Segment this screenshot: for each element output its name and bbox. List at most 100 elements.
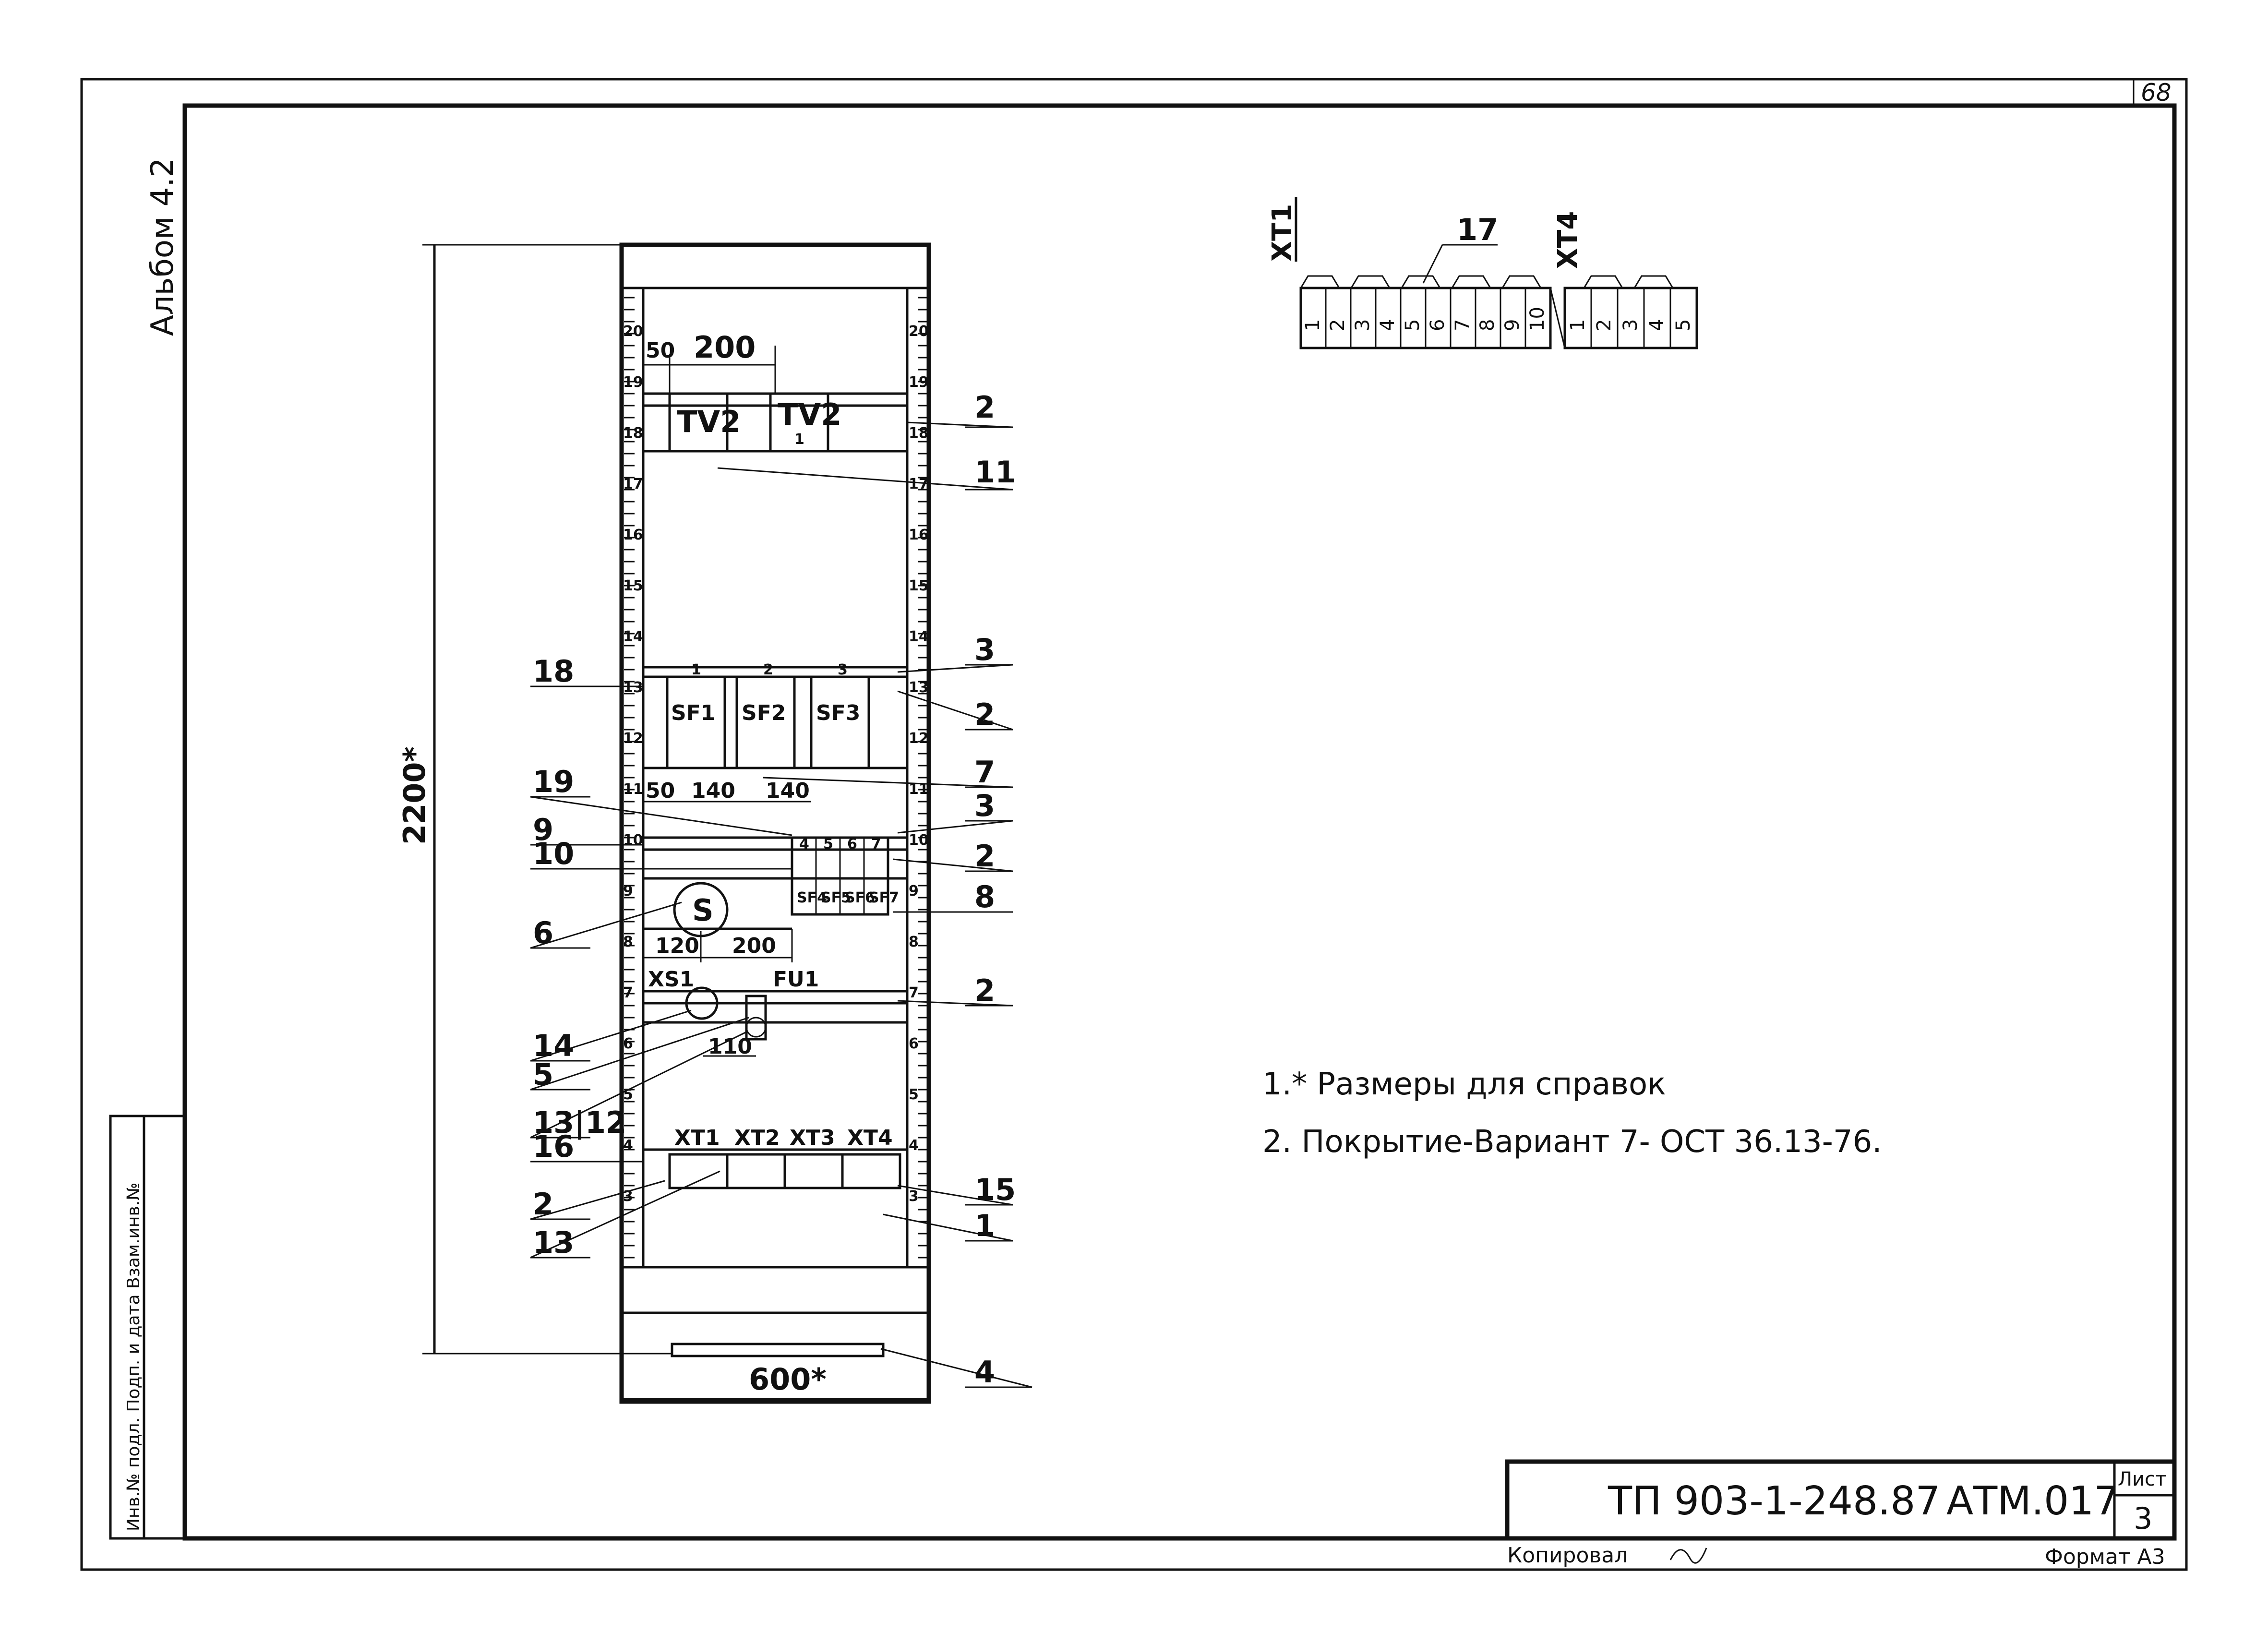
rail-number-left: 7: [623, 984, 633, 1001]
rail-number-right: 10: [909, 832, 929, 849]
dim-200-low: 200: [732, 934, 776, 958]
left-callouts: 18 19 9 10 6 14 5 13|12 16 2 13: [533, 654, 626, 1260]
document-code: АТМ.017: [1946, 1478, 2119, 1524]
callout-left-7: 5: [533, 1057, 553, 1092]
small-sf-top-7: 7: [871, 836, 881, 852]
rail-number-left: 20: [623, 323, 643, 340]
copied-label: Копировал: [1507, 1543, 1628, 1568]
rail-number-right: 20: [909, 323, 929, 340]
callout-left-4: 10: [533, 836, 574, 871]
rail-number-right: 9: [909, 883, 919, 900]
rail-number-right: 7: [909, 984, 919, 1001]
dim-110: 110: [708, 1034, 752, 1059]
sf-label-3: SF3: [816, 701, 860, 725]
dim-50-mid: 50: [646, 779, 675, 803]
rail-number-right: 16: [909, 527, 929, 543]
strip-right-cell: 5: [1672, 319, 1694, 331]
rail-number-left: 16: [623, 527, 643, 543]
rail-number-right: 6: [909, 1035, 919, 1052]
strip-title-left: XT1: [1267, 204, 1298, 262]
plinth-slot: [671, 1343, 885, 1357]
inner-frame: [182, 103, 2177, 1541]
callout-left-8: 13|12: [533, 1105, 626, 1140]
sf-top-1: 1: [691, 661, 701, 678]
callout-right-10: 15: [974, 1172, 1016, 1207]
socket-xs1: [685, 986, 719, 1020]
xt4-block: [841, 1153, 901, 1189]
note-1: 1.* Размеры для справок: [1262, 1067, 1666, 1102]
strip-left-cell: 5: [1402, 319, 1424, 331]
small-sf-5: SF5: [821, 889, 851, 906]
strip-left-cell: 2: [1327, 319, 1349, 331]
callout-right-1: 2: [974, 390, 995, 425]
callout-right-3: 3: [974, 632, 995, 667]
dim-200-top: 200: [694, 330, 756, 365]
callout-left-1: 18: [533, 654, 574, 689]
terminal-label-1: XT1: [674, 1126, 720, 1150]
callout-right-2: 11: [974, 455, 1016, 490]
callout-left-11: 13: [533, 1225, 574, 1260]
margin-stamp-box: [109, 1115, 186, 1540]
strip-left-cell: 8: [1476, 319, 1499, 331]
sf3: [810, 675, 870, 769]
xt2-block: [726, 1153, 786, 1189]
rail-number-left: 14: [623, 628, 643, 645]
rail-number-right: 12: [909, 730, 929, 747]
callout-left-9: 16: [533, 1129, 574, 1164]
width-dimension: 600*: [749, 1362, 827, 1397]
switch-label: S: [692, 893, 714, 928]
xt3-block: [783, 1153, 844, 1189]
margin-stamp: Инв.№ подл. Подп. и дата Взам.инв.№: [124, 1182, 144, 1531]
sf1: [666, 675, 726, 769]
rail-number-left: 19: [623, 374, 643, 391]
callout-right-4: 2: [974, 697, 995, 732]
dim-140-b: 140: [766, 779, 810, 803]
rail-number-left: 8: [623, 934, 633, 950]
fu-label: FU1: [773, 967, 819, 992]
small-sf-7: SF7: [869, 889, 899, 906]
rail-number-right: 19: [909, 374, 929, 391]
strip-title-right: XT4: [1552, 211, 1584, 269]
rail-number-left: 4: [623, 1137, 633, 1154]
rail-number-left: 13: [623, 679, 643, 696]
xs-label: XS1: [648, 967, 694, 992]
dim-50-top: 50: [646, 338, 675, 363]
callout-left-2: 19: [533, 764, 574, 799]
callout-left-3: 9: [533, 812, 553, 847]
strip-left-cell: 6: [1427, 319, 1449, 331]
small-sf-top-5: 5: [823, 836, 833, 852]
sf-top-2: 2: [763, 661, 773, 678]
sf-top-3: 3: [838, 661, 848, 678]
outer-frame: [80, 78, 2188, 1571]
tv-label-2: TV2: [778, 397, 841, 432]
strip-left-cell: 10: [1526, 307, 1548, 331]
rail-number-left: 12: [623, 730, 643, 747]
strip-left-cell: 4: [1377, 319, 1399, 331]
callout-right-6: 3: [974, 788, 995, 823]
terminal-label-4: XT4: [847, 1126, 893, 1150]
tv-label-1: TV2: [677, 404, 741, 439]
strip-right-cell: 2: [1593, 319, 1615, 331]
callout-right-12: 4: [974, 1355, 995, 1390]
rail-number-left: 6: [623, 1035, 633, 1052]
rail-number-left: 17: [623, 476, 643, 492]
rail-number-left: 10: [623, 832, 643, 849]
strip-left-cell: 1: [1302, 319, 1324, 331]
strip-left-cell: 3: [1352, 319, 1374, 331]
small-sf-top-4: 4: [799, 836, 809, 852]
callout-right-9: 2: [974, 973, 995, 1008]
rail-number-right: 17: [909, 476, 929, 492]
rail-number-left: 18: [623, 425, 643, 442]
strip-right-cell: 4: [1646, 319, 1668, 331]
terminal-label-3: XT3: [790, 1126, 835, 1150]
sheet-label: Лист: [2118, 1468, 2166, 1490]
callout-right-5: 7: [974, 755, 995, 790]
tv-sub: 1: [794, 431, 804, 448]
album-label: Альбом 4.2: [145, 158, 180, 336]
rail-number-right: 15: [909, 577, 929, 594]
rail-number-right: 14: [909, 628, 929, 645]
rail-number-left: 9: [623, 883, 633, 900]
rail-number-right: 5: [909, 1086, 919, 1103]
tv2-left: [668, 392, 729, 453]
